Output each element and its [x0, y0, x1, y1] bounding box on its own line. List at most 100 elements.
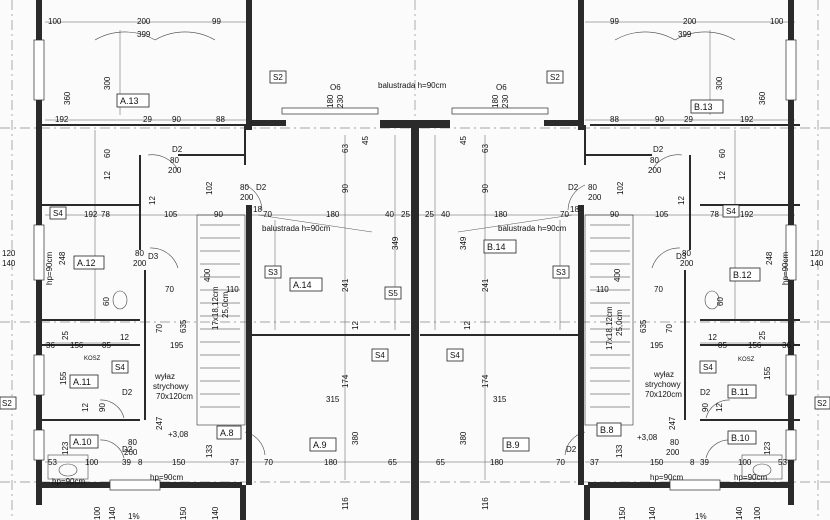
- dimension-label: 70: [155, 324, 164, 333]
- dimension-label: 110: [226, 285, 239, 294]
- dimension-label: S4: [703, 363, 713, 372]
- dimension-label: 300: [103, 76, 112, 90]
- dimension-label: 150: [618, 506, 627, 520]
- dimension-label: 70: [165, 285, 174, 294]
- dimension-label: 17x18,12cm: [211, 286, 220, 330]
- dimension-label: 90: [481, 184, 490, 193]
- dimension-label: 12: [718, 171, 727, 180]
- dimension-label: 12: [103, 171, 112, 180]
- dimension-label: 60: [103, 149, 112, 158]
- dimension-label: hp=90cm: [781, 252, 790, 285]
- dimension-label: 120: [2, 249, 16, 258]
- dimension-label: 230: [336, 94, 345, 108]
- dimension-label: 80: [135, 249, 144, 258]
- dimension-label: 70: [654, 285, 663, 294]
- dimension-label: S4: [726, 207, 736, 216]
- fixtures: [47, 290, 783, 480]
- dimension-label: 156: [70, 341, 84, 350]
- dimension-label: 241: [481, 278, 490, 292]
- dimension-label: 18: [253, 205, 262, 214]
- dimension-label: 174: [481, 374, 490, 388]
- dimension-label: 200: [648, 166, 662, 175]
- dimension-label: 180: [494, 210, 508, 219]
- dimension-label: 12: [120, 333, 129, 342]
- dimension-label: D2: [566, 445, 577, 454]
- dimension-label: 150: [650, 458, 664, 467]
- dimension-label: 192: [740, 210, 754, 219]
- dimension-label: 635: [179, 319, 188, 333]
- dimension-label: 80: [670, 438, 679, 447]
- dimension-label: 90: [655, 115, 664, 124]
- dimension-label: 241: [341, 278, 350, 292]
- dimension-label: 247: [668, 416, 677, 430]
- room-label: A.9: [313, 440, 327, 450]
- dimension-label: 12: [677, 196, 686, 205]
- room-label: A.8: [220, 428, 234, 438]
- dimension-label: 12: [708, 333, 717, 342]
- dimension-label: 140: [2, 259, 16, 268]
- dimension-label: 40: [441, 210, 450, 219]
- dimension-label: 60: [718, 149, 727, 158]
- dimension-label: 133: [615, 444, 624, 458]
- dimension-label: hp=90cm: [150, 473, 183, 482]
- dimension-label: O6: [496, 83, 507, 92]
- dimension-label: 315: [326, 395, 340, 404]
- dimension-label: 90: [701, 403, 710, 412]
- dimension-label: 90: [172, 115, 181, 124]
- dimension-label: 40: [385, 210, 394, 219]
- dimension-label: 380: [351, 431, 360, 445]
- vertical-dimension-values: 360 300 300 360 180 230 180 230 63 45 45…: [58, 76, 774, 520]
- dimension-label: 12: [715, 403, 724, 412]
- dimension-label: 100: [93, 506, 102, 520]
- dimension-label: strychowy: [153, 382, 189, 391]
- dimension-label: 36: [782, 341, 791, 350]
- dimension-label: S3: [268, 268, 278, 277]
- dimension-label: +3,08: [637, 433, 658, 442]
- dimension-label: 99: [212, 17, 221, 26]
- room-label: B.11: [731, 387, 749, 397]
- dimension-label: 400: [613, 268, 622, 282]
- dimension-label: 12: [463, 321, 472, 330]
- room-label: B.12: [733, 270, 752, 280]
- dimension-label: hp=90cm: [734, 473, 767, 482]
- dimension-label: 200: [137, 17, 151, 26]
- dimension-label: 18: [570, 205, 579, 214]
- dimension-label: 635: [639, 319, 648, 333]
- dimension-label: 360: [63, 91, 72, 105]
- dimension-label: 180: [490, 458, 504, 467]
- dimension-label: 195: [650, 341, 664, 350]
- dimension-label: 78: [101, 210, 110, 219]
- dimension-label: 99: [610, 17, 619, 26]
- dimension-label: hp=90cm: [45, 252, 54, 285]
- dimension-label: 230: [501, 94, 510, 108]
- dimension-label: 195: [170, 341, 184, 350]
- dimension-label: 85: [102, 341, 111, 350]
- dimension-label: 100: [48, 17, 62, 26]
- dimension-label: 200: [133, 259, 147, 268]
- dimension-label: 116: [341, 497, 350, 510]
- dimension-label: S2: [817, 399, 827, 408]
- dimension-label: 180: [326, 94, 335, 108]
- dimension-label: 63: [481, 144, 490, 153]
- dimension-label: 70: [556, 458, 565, 467]
- dimension-label: S2: [550, 73, 560, 82]
- partitions: [40, 124, 800, 421]
- dimension-label: 70: [560, 210, 569, 219]
- dimension-label: 29: [684, 115, 693, 124]
- dimension-label: 25: [61, 331, 70, 340]
- dimension-label: 12: [351, 321, 360, 330]
- dimension-label: 25,0cm: [221, 291, 230, 318]
- dimension-label: 37: [230, 458, 239, 467]
- dimension-label: 200: [588, 193, 602, 202]
- dimension-label: 12: [148, 196, 157, 205]
- room-label: B.9: [506, 440, 520, 450]
- dimension-label: S2: [273, 73, 283, 82]
- dimension-label: 80: [588, 183, 597, 192]
- room-label: B.8: [600, 425, 614, 435]
- dimension-label: 192: [55, 115, 69, 124]
- dimension-label: 174: [341, 374, 350, 388]
- dimension-label: 60: [716, 297, 725, 306]
- dimension-label: D2: [568, 183, 579, 192]
- dimension-label: 180: [491, 94, 500, 108]
- room-label: B.14: [487, 242, 506, 252]
